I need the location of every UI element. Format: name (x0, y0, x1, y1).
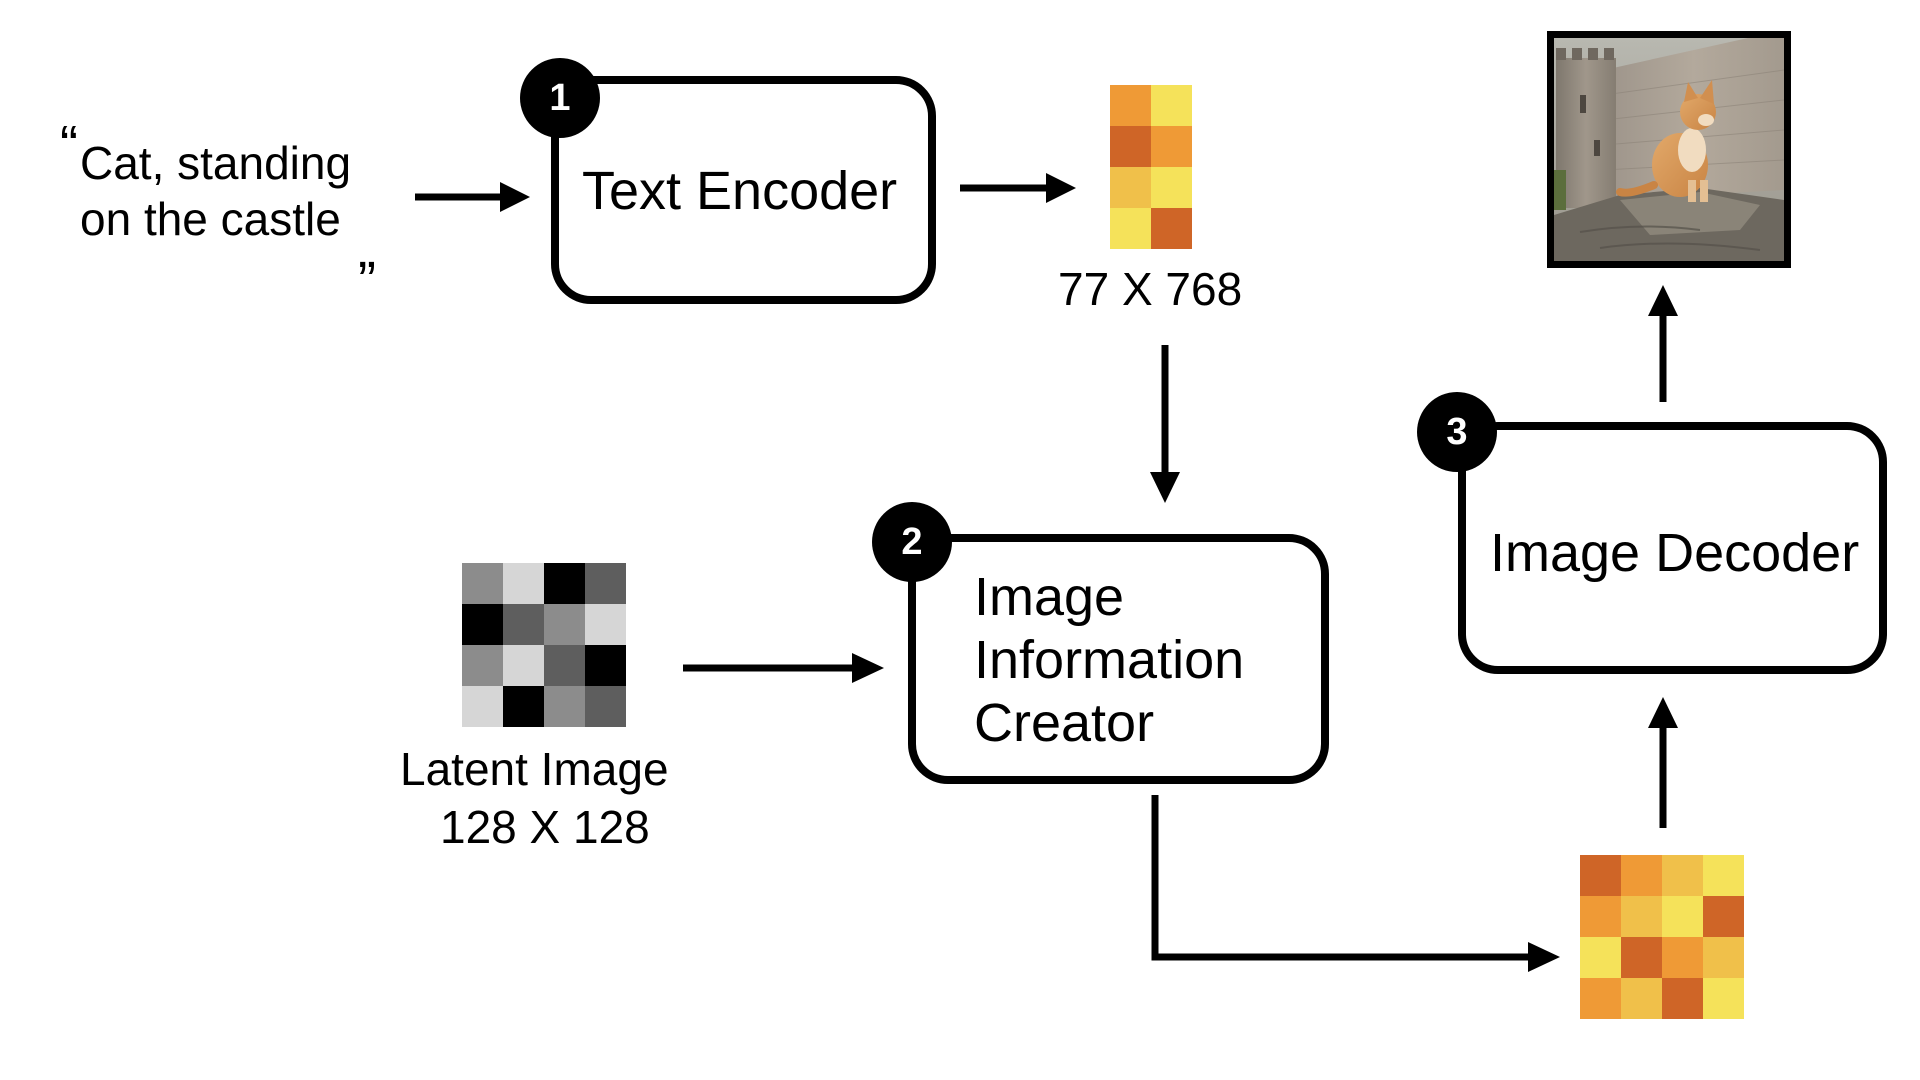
creator-label-line-3: Creator (974, 693, 1155, 753)
latent-image-cell (585, 645, 626, 686)
output-image (1547, 31, 1791, 268)
text-embedding-cell (1110, 126, 1151, 167)
processed-latent-cell (1621, 855, 1662, 896)
text-embedding-grid (1110, 85, 1192, 249)
latent-image-cell (462, 563, 503, 604)
latent-image-grid (462, 563, 626, 727)
text-embedding-size-label: 77 X 768 (1058, 263, 1243, 315)
arrowhead-decoder-to-output (1648, 285, 1678, 316)
text-encoder-label: Text Encoder (582, 161, 898, 221)
arrowhead-processed-latent-to-decoder (1648, 697, 1678, 728)
arrow-creator-to-processed-latent (1151, 795, 1534, 961)
image-decoder-box (1458, 422, 1887, 674)
processed-latent-cell (1703, 978, 1744, 1019)
latent-image-cell (544, 563, 585, 604)
latent-image-cell (503, 563, 544, 604)
image-decoder-label: Image Decoder (1490, 523, 1860, 583)
close-quote: „ (358, 219, 376, 279)
processed-latent-cell (1580, 978, 1621, 1019)
step-3-number: 3 (1446, 411, 1468, 453)
text-embedding-cell (1151, 85, 1192, 126)
image-information-creator-box (908, 534, 1329, 784)
arrowhead-embedding-to-creator (1150, 472, 1180, 503)
text-embedding-cell (1110, 167, 1151, 208)
latent-image-cell (503, 604, 544, 645)
text-embedding-cell (1151, 126, 1192, 167)
latent-image-cell (585, 604, 626, 645)
arrowhead-prompt-to-encoder (500, 182, 530, 212)
processed-latent-cell (1580, 896, 1621, 937)
latent-image-cell (462, 604, 503, 645)
prompt-line-1: Cat, standing (80, 137, 352, 189)
processed-latent-cell (1662, 978, 1703, 1019)
processed-latent-cell (1580, 855, 1621, 896)
arrowhead-latent-to-creator (852, 653, 884, 683)
processed-latent-cell (1703, 855, 1744, 896)
open-quote: “ (60, 115, 78, 175)
latent-image-cell (585, 563, 626, 604)
text-encoder-box (551, 76, 936, 304)
latent-image-cell (503, 645, 544, 686)
latent-image-label: Latent Image (400, 743, 669, 795)
processed-latent-grid (1580, 855, 1744, 1019)
step-2-number: 2 (901, 521, 923, 563)
arrowhead-encoder-to-embedding (1046, 173, 1076, 203)
processed-latent-cell (1621, 896, 1662, 937)
latent-image-cell (462, 645, 503, 686)
creator-label-line-1: Image (974, 567, 1125, 627)
processed-latent-cell (1703, 937, 1744, 978)
step-2-badge (872, 502, 952, 582)
processed-latent-cell (1621, 937, 1662, 978)
latent-image-cell (544, 686, 585, 727)
cat-figure (1616, 80, 1716, 202)
latent-image-cell (544, 645, 585, 686)
text-embedding-cell (1110, 208, 1151, 249)
processed-latent-cell (1662, 937, 1703, 978)
processed-latent-cell (1580, 937, 1621, 978)
latent-image-cell (462, 686, 503, 727)
processed-latent-cell (1662, 896, 1703, 937)
text-embedding-cell (1151, 167, 1192, 208)
latent-image-cell (585, 686, 626, 727)
step-3-badge (1417, 392, 1497, 472)
latent-image-size-label: 128 X 128 (440, 801, 650, 853)
latent-image-cell (544, 604, 585, 645)
processed-latent-cell (1621, 978, 1662, 1019)
processed-latent-cell (1662, 855, 1703, 896)
latent-image-cell (503, 686, 544, 727)
step-1-number: 1 (549, 77, 571, 119)
step-1-badge (520, 58, 600, 138)
text-embedding-cell (1110, 85, 1151, 126)
cat-on-castle-photo (1554, 38, 1784, 261)
processed-latent-cell (1703, 896, 1744, 937)
arrowhead-creator-to-processed-latent (1528, 942, 1560, 972)
prompt-line-2: on the castle (80, 193, 341, 245)
text-embedding-cell (1151, 208, 1192, 249)
creator-label-line-2: Information (974, 630, 1245, 690)
